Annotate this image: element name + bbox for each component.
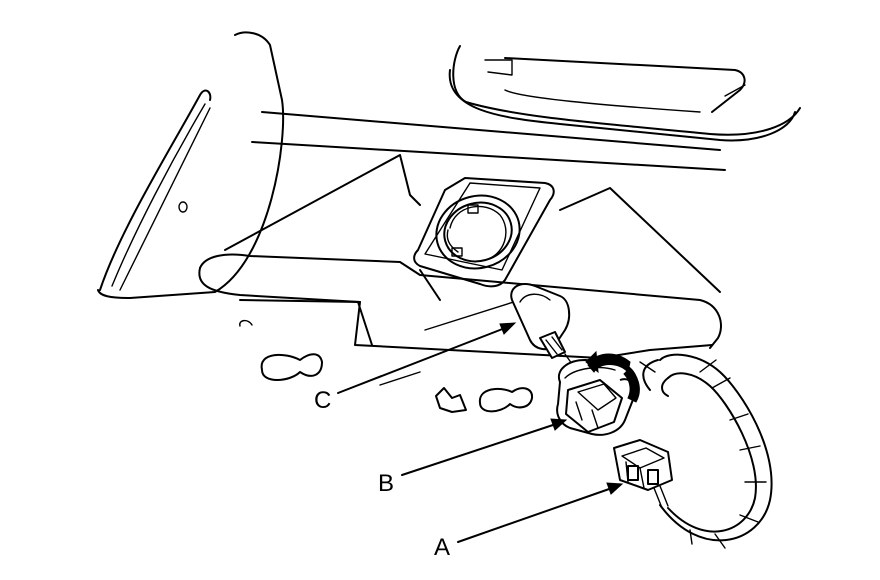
callout-b: B — [378, 470, 394, 497]
leader-line-b — [401, 418, 568, 476]
wire-connector — [613, 439, 673, 509]
trunk-lid-panel — [97, 31, 801, 413]
rotate-arrow-icon — [585, 350, 640, 403]
socket-mounting-hole — [413, 177, 555, 288]
wire-harness — [639, 353, 773, 549]
leader-line-c — [337, 322, 517, 394]
callout-c: C — [314, 387, 331, 414]
leader-line-a — [457, 482, 624, 543]
callout-a: A — [434, 534, 450, 561]
bulb-socket — [556, 359, 638, 436]
wedge-bulb — [510, 282, 573, 365]
